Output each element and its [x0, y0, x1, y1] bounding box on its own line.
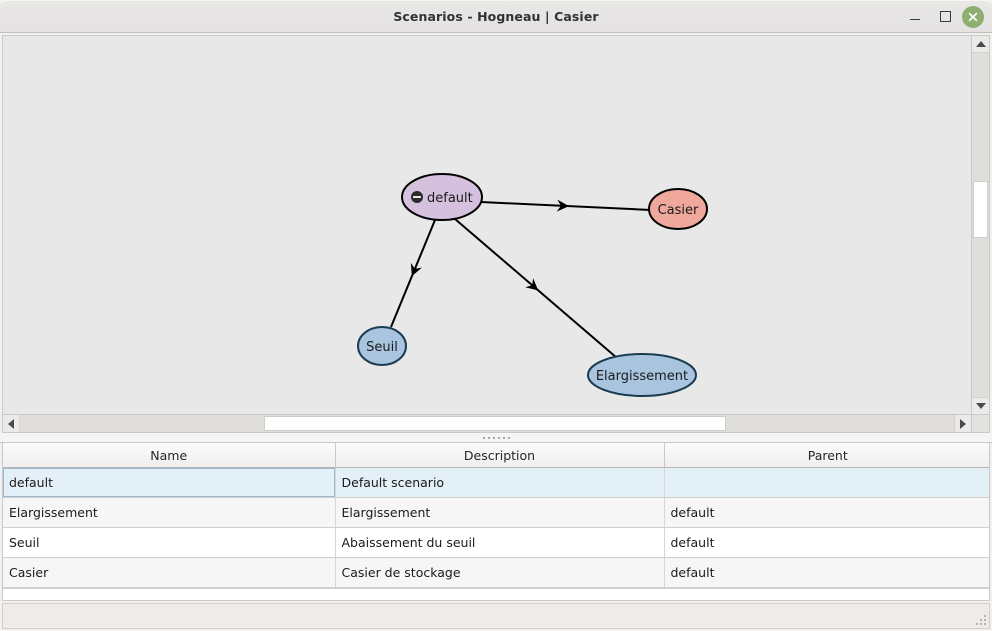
graph-horizontal-scrollbar[interactable] [2, 415, 972, 433]
window-controls [900, 1, 986, 32]
chevron-up-icon [975, 41, 986, 47]
close-icon [968, 12, 978, 21]
splitter-grip-dot [487, 436, 490, 439]
graph-node-default[interactable]: default [401, 173, 483, 221]
resize-grip-icon[interactable] [974, 613, 986, 625]
cell-description[interactable]: Elargissement [335, 497, 665, 528]
node-label: Elargissement [596, 369, 688, 384]
column-header-parent[interactable]: Parent [664, 443, 989, 468]
window-titlebar[interactable]: Scenarios - Hogneau | Casier [0, 0, 992, 33]
column-header-description[interactable]: Description [335, 443, 665, 468]
graph-node-casier[interactable]: Casier [648, 188, 708, 230]
vertical-scroll-thumb[interactable] [973, 181, 988, 238]
scroll-up-button[interactable] [972, 36, 989, 53]
horizontal-scroll-thumb[interactable] [264, 416, 726, 431]
chevron-down-icon [975, 403, 986, 409]
vertical-scroll-track[interactable] [972, 53, 989, 397]
edge-arrowhead-icon [525, 278, 539, 291]
edge-arrowhead-icon [556, 199, 569, 212]
node-shape [401, 173, 483, 221]
splitter-grip-dot [497, 436, 500, 439]
column-header-name[interactable]: Name [3, 443, 336, 468]
window-title: Scenarios - Hogneau | Casier [393, 9, 599, 24]
cell-name[interactable]: default [3, 467, 336, 498]
close-button[interactable] [962, 5, 984, 28]
maximize-button[interactable] [930, 4, 960, 30]
splitter-grip-dot [502, 436, 505, 439]
node-shape [357, 326, 407, 366]
scroll-down-button[interactable] [972, 397, 989, 414]
graph-edge[interactable] [390, 219, 436, 328]
node-shape [587, 353, 697, 397]
node-label: Casier [658, 203, 699, 218]
pane-splitter[interactable] [0, 433, 992, 443]
node-label: default [427, 191, 473, 206]
cell-parent[interactable]: default [664, 497, 989, 528]
cell-description[interactable]: Default scenario [335, 467, 665, 498]
table-empty-area [3, 588, 989, 600]
splitter-grip-dot [492, 436, 495, 439]
splitter-grip-dot [482, 436, 485, 439]
table-header-row: Name Description Parent [3, 443, 989, 468]
scroll-left-button[interactable] [3, 415, 20, 432]
horizontal-scroll-track[interactable] [20, 415, 954, 432]
cell-name[interactable]: Casier [3, 557, 336, 588]
graph-vertical-scrollbar[interactable] [972, 35, 990, 415]
graph-edge[interactable] [480, 199, 652, 213]
cell-parent[interactable]: default [664, 527, 989, 558]
cell-name[interactable]: Seuil [3, 527, 336, 558]
collapse-minus-bar [413, 196, 421, 198]
cell-parent[interactable]: default [664, 557, 989, 588]
cell-name[interactable]: Elargissement [3, 497, 336, 528]
minimize-button[interactable] [900, 4, 930, 30]
minimize-icon [910, 18, 920, 21]
edge-arrowhead-icon [410, 262, 422, 277]
node-shape [648, 188, 708, 230]
splitter-grip-dot [507, 436, 510, 439]
scroll-right-button[interactable] [954, 415, 971, 432]
cell-description[interactable]: Abaissement du seuil [335, 527, 665, 558]
maximize-icon [939, 11, 951, 22]
graph-node-elargissement[interactable]: Elargissement [587, 353, 697, 397]
graph-node-seuil[interactable]: Seuil [357, 326, 407, 366]
chevron-left-icon [8, 418, 14, 429]
chevron-right-icon [960, 418, 966, 429]
graph-edges [390, 199, 652, 359]
scrollbar-corner [972, 415, 990, 433]
graph-edge[interactable] [454, 218, 618, 359]
status-bar [2, 603, 990, 629]
cell-description[interactable]: Casier de stockage [335, 557, 665, 588]
cell-parent[interactable] [664, 467, 989, 498]
node-label: Seuil [366, 340, 398, 355]
